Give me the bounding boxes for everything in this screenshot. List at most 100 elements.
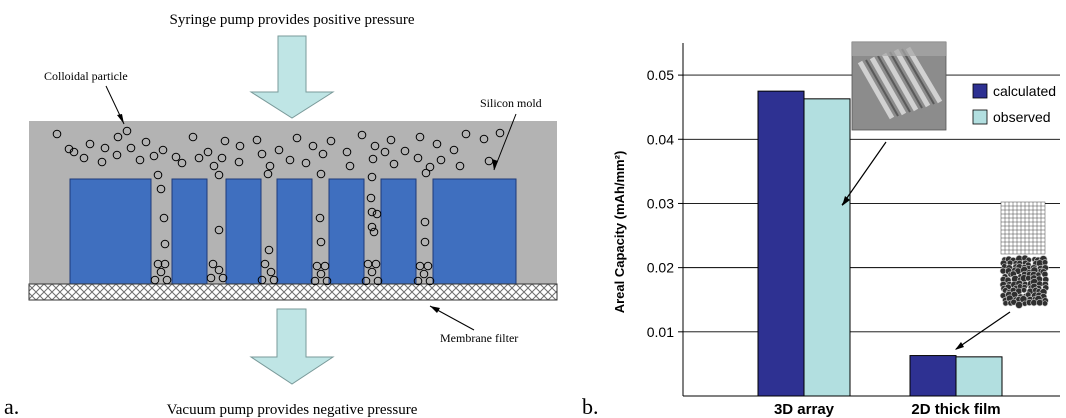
- colloidal-particle: [372, 209, 382, 219]
- colloidal-particle: [156, 184, 166, 194]
- colloidal-particle: [97, 157, 107, 167]
- pointer-2d-film: [955, 311, 1011, 350]
- y-tick-label: 0.03: [647, 195, 674, 211]
- colloidal-particle: [367, 172, 377, 182]
- colloidal-particle: [252, 135, 262, 145]
- panel-b-label: b.: [582, 394, 599, 418]
- colloidal-particle: [420, 217, 430, 227]
- legend-swatch-calculated: [972, 83, 988, 99]
- colloidal-particle: [153, 259, 163, 269]
- colloidal-particle: [461, 129, 471, 139]
- colloidal-particle-label: Colloidal particle: [44, 69, 128, 83]
- sem-image-3d-array: [851, 41, 947, 131]
- colloidal-particle: [436, 155, 446, 165]
- colloidal-particle: [425, 162, 435, 172]
- y-tick-label: 0.05: [647, 67, 674, 83]
- colloidal-particle: [153, 170, 163, 180]
- colloidal-particle: [301, 158, 311, 168]
- colloidal-particle: [264, 245, 274, 255]
- colloidal-particle: [419, 269, 429, 279]
- panel-b-chart: b. Areal Capacity (mAh/mm²) 0.01 0.02 0.03…: [582, 41, 1060, 418]
- colloidal-particle: [206, 273, 216, 283]
- colloidal-particle: [234, 157, 244, 167]
- colloidal-particle: [100, 143, 110, 153]
- colloidal-particle: [209, 161, 219, 171]
- colloidal-particle: [373, 276, 383, 286]
- y-tick-labels: 0.01 0.02 0.03 0.04 0.05: [647, 67, 683, 340]
- colloidal-particle: [149, 151, 159, 161]
- colloidal-particle: [479, 134, 489, 144]
- bar-observed-0: [803, 98, 851, 397]
- colloidal-particle: [214, 265, 224, 275]
- colloidal-particle: [320, 261, 330, 271]
- colloidal-particle: [315, 213, 325, 223]
- mold-block: [171, 178, 208, 285]
- y-tick-label: 0.02: [647, 260, 674, 276]
- colloidal-particle: [188, 132, 198, 142]
- mold-block: [276, 178, 313, 285]
- colloidal-particle: [357, 130, 367, 140]
- colloidal-particle: [112, 150, 122, 160]
- colloidal-particle: [292, 133, 302, 143]
- colloidal-particle: [367, 222, 377, 232]
- colloidal-particle: [214, 170, 224, 180]
- colloidal-particle: [160, 239, 170, 249]
- bar-calculated-0: [757, 90, 805, 397]
- mold-block: [69, 178, 152, 285]
- positive-pressure-arrow: [249, 35, 335, 119]
- y-axis-title: Areal Capacity (mAh/mm²): [612, 151, 627, 314]
- bars: [757, 90, 1003, 397]
- colloidal-particle: [449, 145, 459, 155]
- colloidal-particle: [162, 275, 172, 285]
- colloidal-particle: [455, 161, 465, 171]
- colloidal-particle: [415, 132, 425, 142]
- colloidal-particle: [260, 259, 270, 269]
- colloidal-particle: [214, 225, 224, 235]
- colloidal-particle: [367, 207, 377, 217]
- colloidal-particle: [400, 146, 410, 156]
- colloidal-particle: [235, 141, 245, 151]
- colloidal-particle: [269, 275, 279, 285]
- colloidal-particle: [316, 237, 326, 247]
- colloidal-particle: [495, 128, 505, 138]
- colloidal-particle: [308, 141, 318, 151]
- legend-swatch-observed: [972, 109, 988, 125]
- x-tick-label: 2D thick film: [911, 401, 1000, 418]
- colloidal-particle: [263, 169, 273, 179]
- colloidal-particle: [425, 276, 435, 286]
- mold-block: [380, 178, 417, 285]
- y-tick-label: 0.01: [647, 324, 674, 340]
- colloidal-particle: [380, 147, 390, 157]
- colloidal-particle: [389, 159, 399, 169]
- colloidal-particle: [69, 147, 79, 157]
- colloidal-particle: [420, 237, 430, 247]
- y-tick-label: 0.04: [647, 131, 674, 147]
- legend-label-observed: observed: [993, 109, 1051, 125]
- legend: calculated observed: [972, 83, 1056, 125]
- colloidal-particle: [274, 145, 284, 155]
- colloidal-particle: [160, 259, 170, 269]
- panel-a-schematic: Syringe pump provides positive pressure …: [4, 12, 558, 418]
- colloidal-particle: [369, 227, 379, 237]
- negative-pressure-arrow: [249, 308, 335, 385]
- colloidal-particle: [257, 149, 267, 159]
- colloidal-particle: [370, 141, 380, 151]
- colloidal-particle: [171, 152, 181, 162]
- colloidal-particle: [218, 273, 228, 283]
- colloidal-particle: [318, 149, 328, 159]
- colloidal-particle: [316, 169, 326, 179]
- x-tick-label: 3D array: [774, 401, 835, 418]
- bottom-caption: Vacuum pump provides negative pressure: [167, 402, 418, 418]
- colloidal-particle: [220, 136, 230, 146]
- membrane-filter: [28, 283, 558, 301]
- pointer-3d-array: [841, 141, 887, 206]
- colloidal-particle: [285, 155, 295, 165]
- colloidal-particles: [52, 126, 505, 286]
- colloidal-particle: [432, 139, 442, 149]
- colloidal-particle: [52, 129, 62, 139]
- colloidal-particle: [85, 139, 95, 149]
- colloidal-particle: [345, 161, 355, 171]
- colloidal-particle: [413, 276, 423, 286]
- colloidal-particle: [386, 135, 396, 145]
- colloidal-particle: [310, 276, 320, 286]
